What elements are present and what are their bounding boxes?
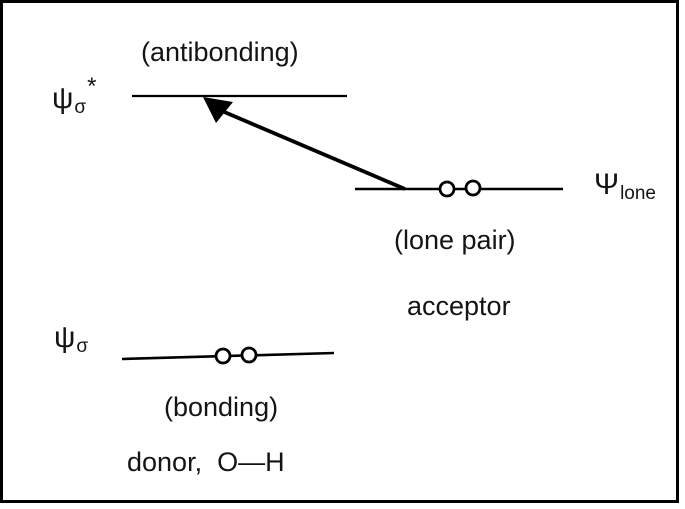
antibonding-star: *	[87, 73, 97, 100]
electron-circle	[240, 346, 258, 364]
donor-label: donor, O—H	[127, 447, 285, 477]
electron-circle	[214, 347, 232, 365]
energy-diagram-canvas	[121, 94, 563, 365]
psi-glyph: Ψ	[594, 168, 620, 201]
donation-arrow-head	[203, 97, 233, 123]
acceptor-label: acceptor	[407, 291, 511, 321]
antibonding-label: (antibonding)	[141, 37, 299, 67]
donation-arrow-shaft	[221, 109, 406, 191]
antibonding-orbital-symbol: ψσ*	[52, 73, 96, 118]
bonding-label: (bonding)	[164, 392, 279, 422]
psi-glyph: ψ	[52, 82, 74, 115]
diagram-frame: (antibonding) ψσ* Ψlone (lone pair) acce…	[0, 0, 679, 503]
electron-circle	[464, 179, 482, 197]
psi-glyph: ψ	[54, 321, 76, 354]
orbital-subscript: σ	[74, 97, 87, 118]
lone-pair-orbital-symbol: Ψlone	[594, 168, 656, 204]
orbital-subscript: lone	[620, 183, 656, 204]
orbital-subscript: σ	[76, 336, 89, 357]
bonding-orbital-symbol: ψσ	[54, 321, 89, 357]
electron-circle	[438, 180, 456, 198]
lone-pair-label: (lone pair)	[394, 225, 516, 255]
